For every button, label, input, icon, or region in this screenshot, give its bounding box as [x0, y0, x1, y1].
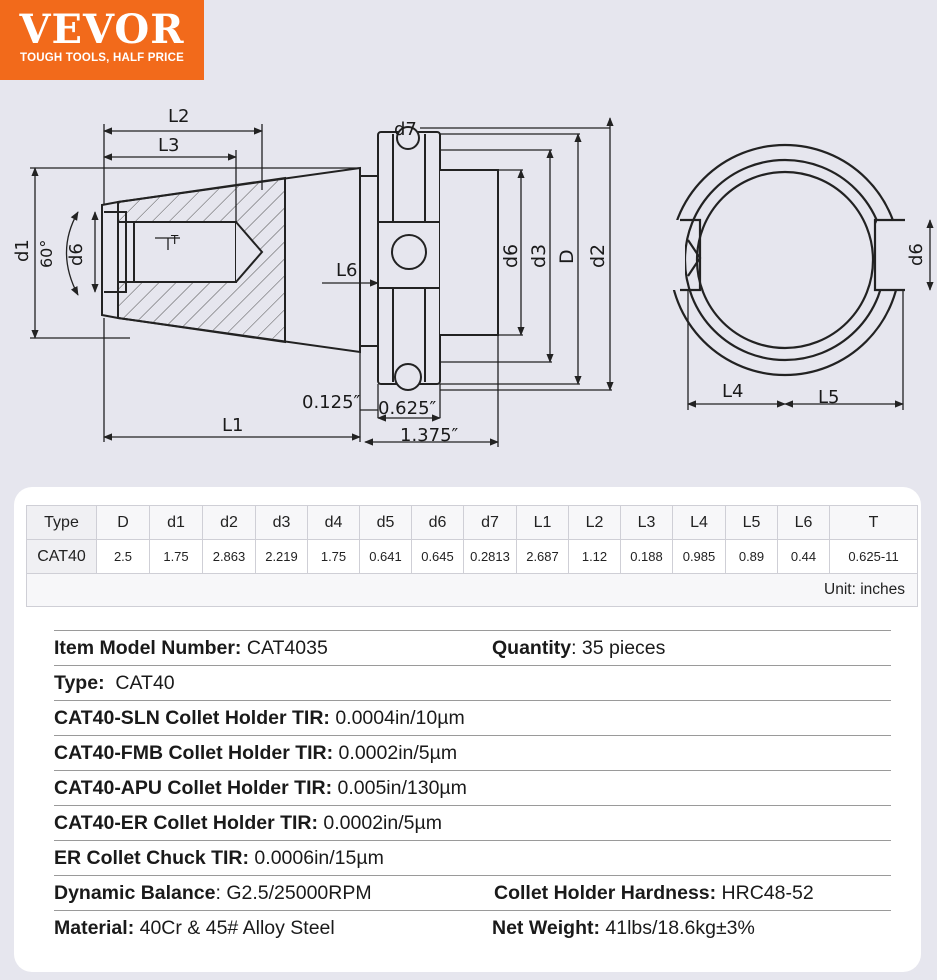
balance-label: Dynamic Balance	[54, 882, 216, 904]
label-d6-left: d6	[66, 243, 87, 266]
table-cell: 2.863	[202, 539, 256, 574]
table-cell: 1.75	[149, 539, 203, 574]
weight-value: 41lbs/18.6kg±3%	[599, 917, 755, 939]
table-header-cell: T	[829, 505, 918, 540]
balance-value: : G2.5/25000RPM	[215, 882, 372, 904]
table-cell: 0.44	[777, 539, 830, 574]
table-cell: 0.625-11	[829, 539, 918, 574]
table-header-cell: L6	[777, 505, 830, 540]
table-cell: 2.5	[96, 539, 150, 574]
technical-drawing: L2 L3 d1 60° d6 T L6 d7 d6 d3 D d2 0.125…	[12, 106, 937, 447]
table-header-cell: d4	[307, 505, 360, 540]
fmb-tir-value: 0.0002in/5µm	[333, 742, 458, 764]
table-header-cell: d1	[149, 505, 203, 540]
fmb-tir-label: CAT40-FMB Collet Holder TIR:	[54, 742, 334, 764]
table-header-cell: L1	[516, 505, 569, 540]
label-L3: L3	[158, 135, 179, 156]
table-header-cell: L4	[672, 505, 726, 540]
table-row: CAT40 2.5 1.75 2.863 2.219 1.75 0.641 0.…	[26, 539, 918, 574]
weight-label: Net Weight:	[492, 917, 600, 939]
table-header-cell: d2	[202, 505, 256, 540]
quantity-label: Quantity	[492, 637, 572, 659]
table-header-cell: d5	[359, 505, 412, 540]
table-cell: 0.2813	[463, 539, 517, 574]
spec-row: CAT40-APU Collet Holder TIR: 0.005in/130…	[54, 770, 891, 805]
label-L5: L5	[818, 387, 839, 408]
table-cell: 1.75	[307, 539, 360, 574]
label-0625: 0.625″	[378, 398, 437, 419]
item-model-value: CAT4035	[241, 637, 328, 659]
label-1375: 1.375″	[400, 425, 459, 446]
er-chuck-tir-label: ER Collet Chuck TIR:	[54, 847, 250, 869]
item-model-label: Item Model Number:	[54, 637, 242, 659]
spec-row: Item Model Number: CAT4035 Quantity: 35 …	[54, 630, 891, 665]
er-chuck-tir-value: 0.0006in/15µm	[249, 847, 384, 869]
table-header-cell: Type	[26, 505, 97, 540]
table-cell: 0.985	[672, 539, 726, 574]
spec-row: Material: 40Cr & 45# Alloy Steel Net Wei…	[54, 910, 891, 945]
table-header-cell: L3	[620, 505, 673, 540]
material-value: 40Cr & 45# Alloy Steel	[134, 917, 335, 939]
table-cell: 2.687	[516, 539, 569, 574]
spec-row: Type: CAT40	[54, 665, 891, 700]
label-d1: d1	[12, 239, 33, 262]
apu-tir-label: CAT40-APU Collet Holder TIR:	[54, 777, 333, 799]
hardness-label: Collet Holder Hardness:	[494, 882, 717, 904]
spec-row: CAT40-ER Collet Holder TIR: 0.0002in/5µm	[54, 805, 891, 840]
dimension-table: Type D d1 d2 d3 d4 d5 d6 d7 L1 L2 L3 L4 …	[26, 505, 918, 607]
table-cell: CAT40	[26, 539, 97, 574]
table-cell: 0.641	[359, 539, 412, 574]
holder-side-view	[101, 126, 499, 391]
label-L2: L2	[168, 106, 189, 127]
type-label: Type:	[54, 672, 105, 694]
holder-end-view	[660, 143, 937, 377]
table-header-row: Type D d1 d2 d3 d4 d5 d6 d7 L1 L2 L3 L4 …	[26, 505, 918, 540]
label-D: D	[556, 249, 578, 264]
table-header-cell: d6	[411, 505, 464, 540]
table-cell: 2.219	[255, 539, 308, 574]
label-T: T	[170, 233, 179, 247]
spec-row: Dynamic Balance: G2.5/25000RPM Collet Ho…	[54, 875, 891, 910]
brand-tagline: TOUGH TOOLS, HALF PRICE	[20, 52, 184, 64]
dimension-lines	[30, 117, 614, 447]
er-holder-tir-label: CAT40-ER Collet Holder TIR:	[54, 812, 318, 834]
type-value: CAT40	[104, 672, 175, 694]
sln-tir-value: 0.0004in/10µm	[329, 707, 465, 729]
spec-row: CAT40-SLN Collet Holder TIR: 0.0004in/10…	[54, 700, 891, 735]
label-d3: d3	[528, 244, 550, 268]
label-L1: L1	[222, 415, 243, 436]
er-holder-tir-value: 0.0002in/5µm	[317, 812, 442, 834]
table-cell: 0.645	[411, 539, 464, 574]
table-header-cell: d7	[463, 505, 517, 540]
label-angle: 60°	[37, 240, 56, 268]
sln-tir-label: CAT40-SLN Collet Holder TIR:	[54, 707, 330, 729]
label-L4: L4	[722, 381, 743, 402]
hardness-value: HRC48-52	[716, 882, 814, 904]
brand-name: VEVOR	[19, 6, 185, 53]
table-cell: 0.188	[620, 539, 673, 574]
spec-card: Type D d1 d2 d3 d4 d5 d6 d7 L1 L2 L3 L4 …	[14, 487, 921, 972]
table-header-cell: d3	[255, 505, 308, 540]
label-d6-mid: d6	[500, 244, 522, 268]
spec-row: ER Collet Chuck TIR: 0.0006in/15µm	[54, 840, 891, 875]
material-label: Material:	[54, 917, 135, 939]
label-L6: L6	[336, 260, 357, 281]
unit-note: Unit: inches	[26, 573, 918, 607]
table-header-cell: D	[96, 505, 150, 540]
table-header-cell: L2	[568, 505, 621, 540]
table-cell: 1.12	[568, 539, 621, 574]
label-0125: 0.125″	[302, 392, 361, 413]
table-header-cell: L5	[725, 505, 778, 540]
table-unit-row: Unit: inches	[26, 573, 918, 607]
spec-list: Item Model Number: CAT4035 Quantity: 35 …	[54, 630, 891, 945]
label-d6-right: d6	[906, 243, 927, 266]
quantity-value: : 35 pieces	[571, 637, 666, 659]
label-d2: d2	[587, 244, 609, 268]
table-cell: 0.89	[725, 539, 778, 574]
apu-tir-value: 0.005in/130µm	[332, 777, 467, 799]
label-d7: d7	[394, 119, 417, 140]
vevor-logo: VEVOR TOUGH TOOLS, HALF PRICE	[0, 0, 204, 80]
spec-row: CAT40-FMB Collet Holder TIR: 0.0002in/5µ…	[54, 735, 891, 770]
